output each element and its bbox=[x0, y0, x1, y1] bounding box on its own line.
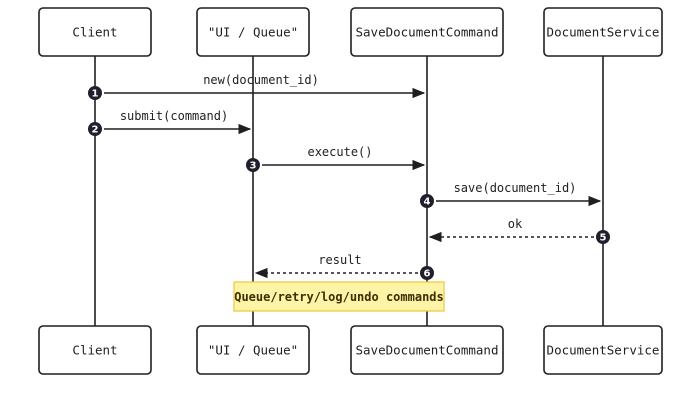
step-badge bbox=[420, 194, 434, 208]
participant-label: Client bbox=[72, 25, 117, 40]
participant-label: "UI / Queue" bbox=[208, 343, 298, 358]
message: ok 5 bbox=[428, 217, 610, 244]
participant-box-bottom: DocumentService bbox=[543, 325, 663, 375]
note-text: Queue/retry/log/undo commands bbox=[234, 290, 444, 304]
participant-label: "UI / Queue" bbox=[208, 25, 298, 40]
participant-label: DocumentService bbox=[547, 343, 660, 358]
message: result 6 bbox=[254, 253, 434, 280]
message-label: save(document_id) bbox=[454, 181, 577, 195]
step-number: 2 bbox=[92, 125, 99, 136]
message-label: execute() bbox=[307, 145, 372, 159]
participant-box-bottom: "UI / Queue" bbox=[196, 325, 310, 375]
step-badge bbox=[420, 266, 434, 280]
step-number: 5 bbox=[600, 233, 607, 244]
note: Queue/retry/log/undo commands bbox=[233, 281, 445, 312]
step-badge bbox=[596, 230, 610, 244]
step-number: 6 bbox=[424, 269, 431, 280]
message: new(document_id) 1 bbox=[88, 73, 426, 100]
step-badge bbox=[88, 86, 102, 100]
participant-box-top: DocumentService bbox=[543, 7, 663, 57]
participant-label: SaveDocumentCommand bbox=[356, 25, 499, 40]
participant-label: SaveDocumentCommand bbox=[356, 343, 499, 358]
participant-label: Client bbox=[72, 343, 117, 358]
message-label: ok bbox=[508, 217, 523, 231]
message: submit(command) 2 bbox=[88, 109, 252, 136]
message-label: result bbox=[318, 253, 361, 267]
message-label: submit(command) bbox=[120, 109, 228, 123]
participant-box-bottom: SaveDocumentCommand bbox=[350, 325, 504, 375]
message-label: new(document_id) bbox=[203, 73, 319, 87]
participant-box-bottom: Client bbox=[38, 325, 152, 375]
participant-box-top: "UI / Queue" bbox=[196, 7, 310, 57]
message: execute() 3 bbox=[246, 145, 426, 172]
step-number: 1 bbox=[92, 89, 99, 100]
participant-box-top: Client bbox=[38, 7, 152, 57]
step-number: 3 bbox=[250, 161, 257, 172]
participant-box-top: SaveDocumentCommand bbox=[350, 7, 504, 57]
note-box bbox=[233, 281, 445, 312]
message: save(document_id) 4 bbox=[420, 181, 602, 208]
participant-label: DocumentService bbox=[547, 25, 660, 40]
step-badge bbox=[246, 158, 260, 172]
step-number: 4 bbox=[424, 197, 431, 208]
step-badge bbox=[88, 122, 102, 136]
